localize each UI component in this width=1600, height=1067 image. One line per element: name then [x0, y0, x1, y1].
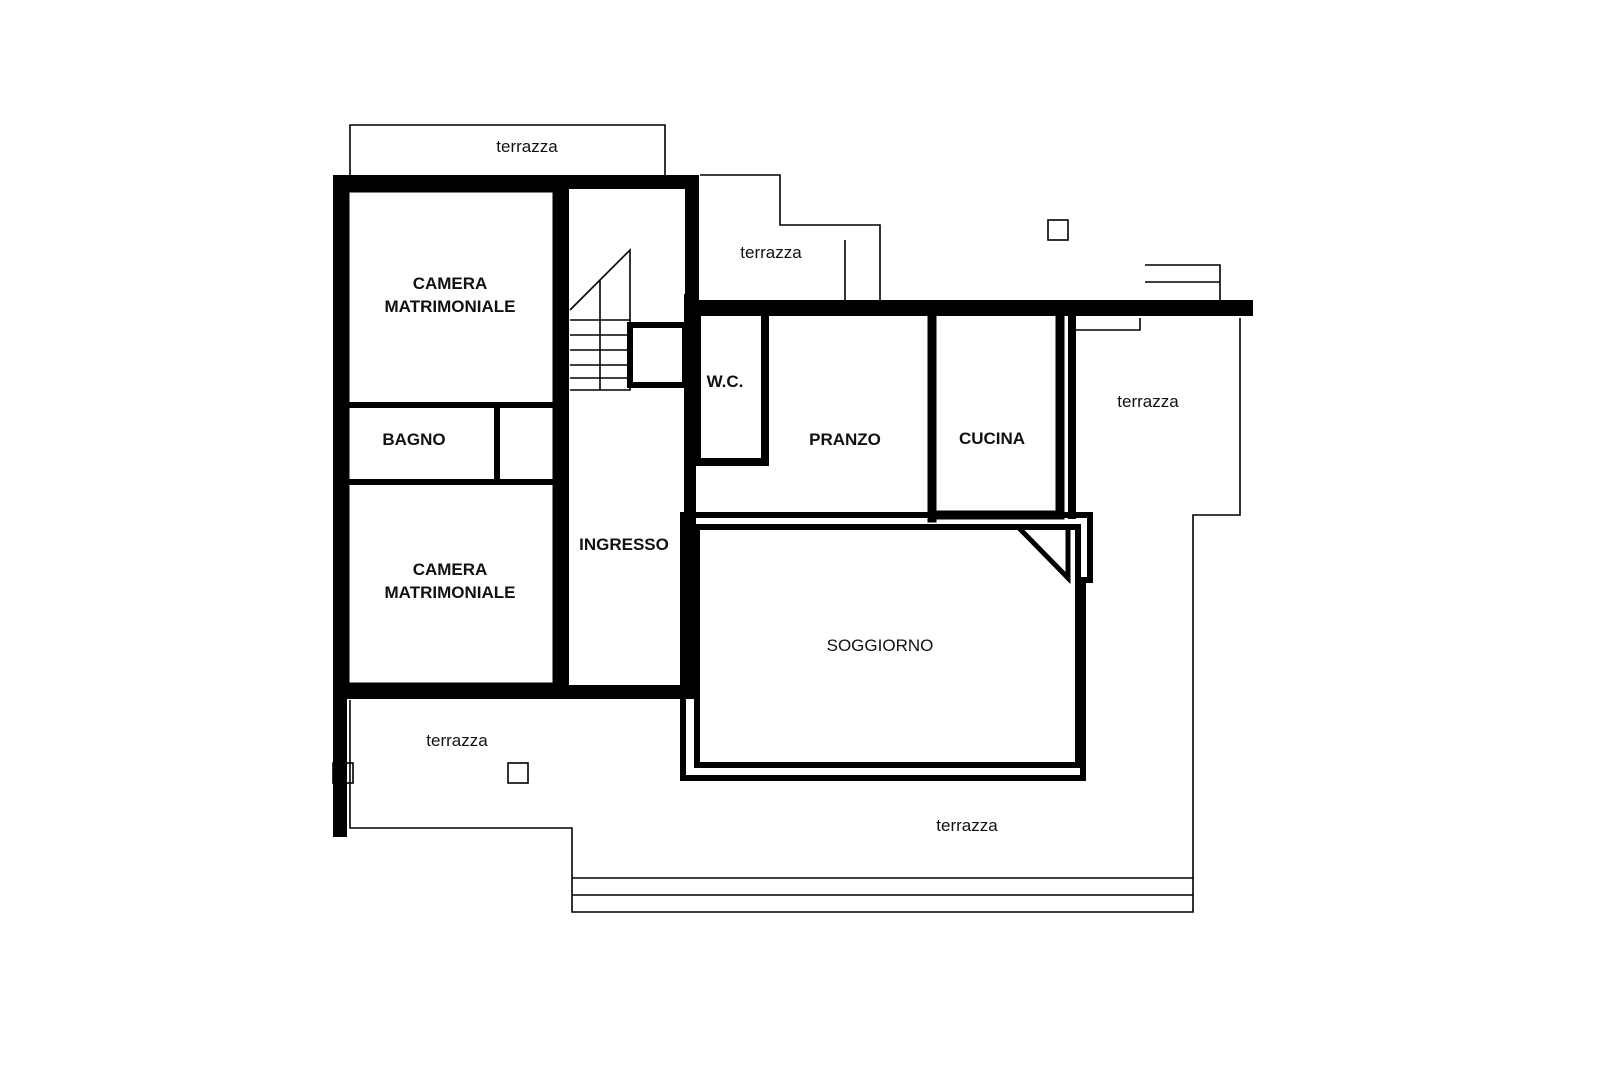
terrace-label-bottom: terrazza: [936, 816, 998, 835]
room-label-pranzo: PRANZO: [809, 430, 881, 449]
labels: terrazza terrazza terrazza terrazza terr…: [382, 137, 1179, 835]
room-label-bagno: BAGNO: [382, 430, 445, 449]
room-label-cucina: CUCINA: [959, 429, 1025, 448]
room-label-wc: W.C.: [707, 372, 744, 391]
stair-steps: [570, 280, 630, 390]
room-label-camera-2-sub: MATRIMONIALE: [385, 583, 516, 602]
room-label-camera-1: CAMERA: [413, 274, 488, 293]
walls: [333, 175, 1253, 837]
room-label-camera-1-sub: MATRIMONIALE: [385, 297, 516, 316]
terrace-label-right: terrazza: [1117, 392, 1179, 411]
terrace-label-bottom-left: terrazza: [426, 731, 488, 750]
terrace-label-top-left: terrazza: [496, 137, 558, 156]
room-label-soggiorno: SOGGIORNO: [827, 636, 934, 655]
terrace-label-top-middle: terrazza: [740, 243, 802, 262]
room-label-ingresso: INGRESSO: [579, 535, 669, 554]
room-label-camera-2: CAMERA: [413, 560, 488, 579]
